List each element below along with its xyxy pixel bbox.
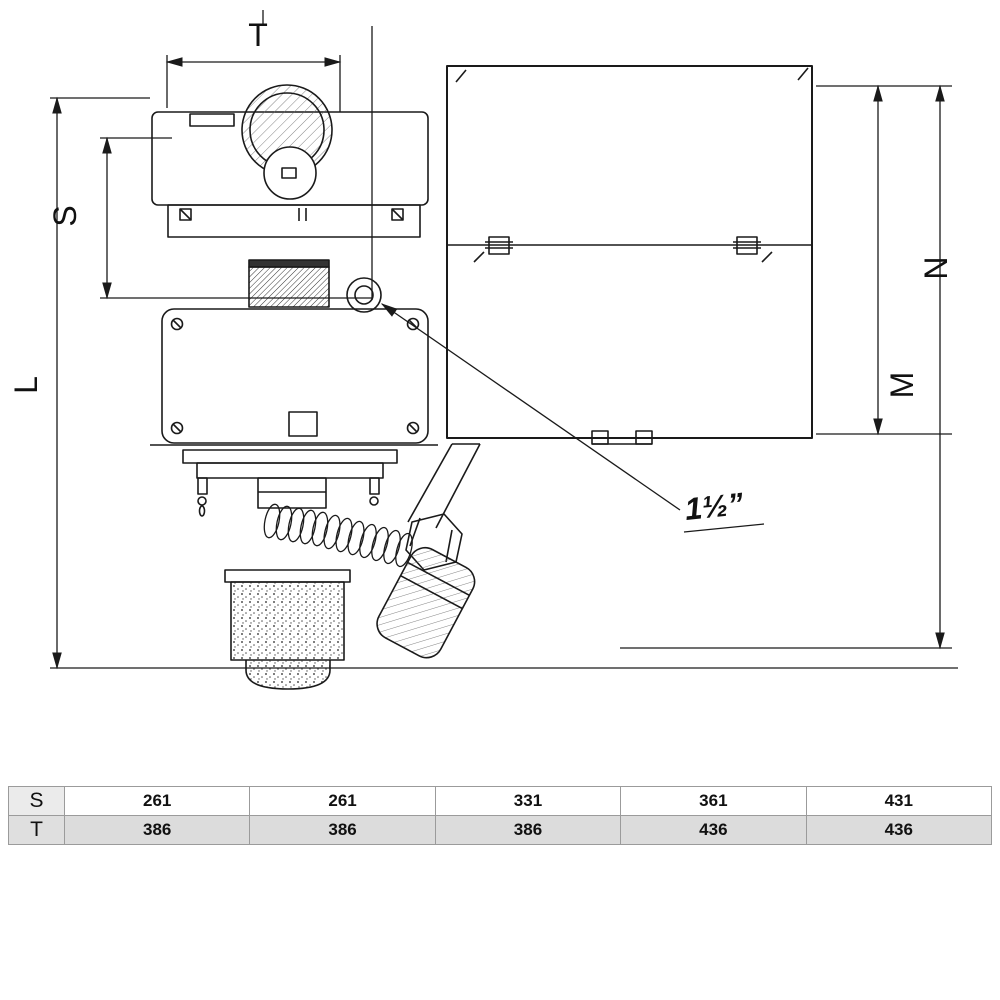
table-cell: 261 bbox=[63, 786, 251, 816]
connection-leader-arrow bbox=[380, 303, 765, 533]
table-cell: 331 bbox=[434, 786, 622, 816]
burner-mid-band bbox=[167, 204, 421, 238]
table-cell: 436 bbox=[620, 815, 807, 845]
dim-T-line bbox=[165, 10, 373, 300]
flexible-hose bbox=[263, 503, 413, 568]
dim-N-line bbox=[816, 84, 952, 436]
panel-fitting-right bbox=[733, 236, 761, 255]
burner-top-housing bbox=[151, 84, 429, 206]
table-cell: 261 bbox=[249, 786, 436, 816]
dim-label-S: S bbox=[47, 205, 83, 226]
table-row-s: S 261 261 331 361 431 bbox=[8, 786, 993, 816]
control-box bbox=[150, 308, 438, 446]
mounting-flange bbox=[182, 449, 398, 517]
boiler-panel bbox=[446, 65, 813, 445]
dimension-table: S 261 261 331 361 431 T 386 386 386 436 … bbox=[8, 786, 993, 845]
row-label-t: T bbox=[8, 815, 65, 845]
dim-label-T: T bbox=[248, 17, 268, 53]
connection-port-circle bbox=[346, 277, 382, 313]
dimension-lines bbox=[50, 10, 958, 670]
equipment-outline bbox=[150, 65, 813, 690]
panel-bottom-bracket bbox=[584, 430, 662, 445]
dim-L-line bbox=[50, 96, 958, 670]
table-cell: 386 bbox=[434, 815, 622, 845]
nozzle-block bbox=[248, 259, 382, 313]
dim-label-L: L bbox=[8, 376, 44, 394]
table-cell: 431 bbox=[805, 786, 993, 816]
strainer-body bbox=[224, 569, 351, 690]
table-row-t: T 386 386 386 436 436 bbox=[8, 815, 993, 845]
dim-S-line bbox=[100, 136, 372, 300]
table-cell: 436 bbox=[805, 815, 993, 845]
burner-dimension-diagram: T S L N M 1½” bbox=[8, 10, 958, 690]
dim-label-N: N bbox=[918, 256, 954, 279]
dim-label-M: M bbox=[884, 372, 920, 399]
table-cell: 386 bbox=[63, 815, 251, 845]
technical-drawing: T S L N M 1½” bbox=[8, 10, 958, 690]
connection-size-label: 1½” bbox=[683, 486, 745, 527]
diagonal-duct bbox=[407, 443, 481, 529]
table-cell: 386 bbox=[249, 815, 436, 845]
pump-motor bbox=[376, 546, 476, 659]
row-label-s: S bbox=[8, 786, 65, 816]
table-cell: 361 bbox=[620, 786, 807, 816]
dim-M-line bbox=[620, 84, 952, 650]
panel-fitting-left bbox=[485, 236, 513, 255]
